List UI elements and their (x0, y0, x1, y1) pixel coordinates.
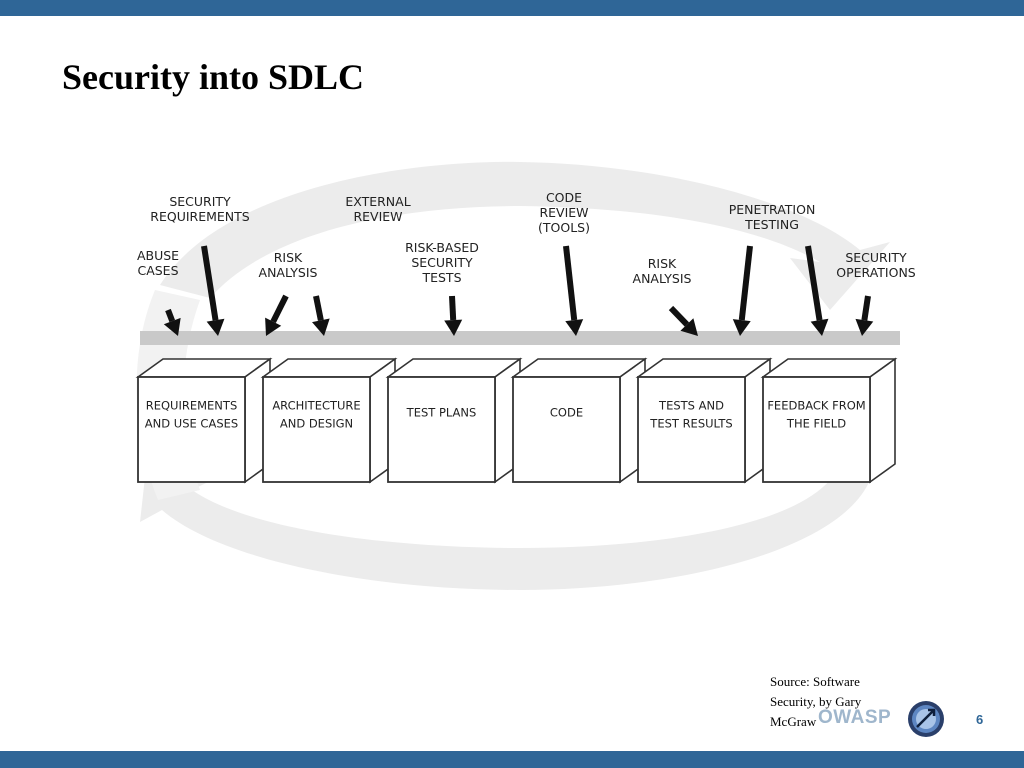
phase-box-front (387, 376, 496, 483)
arrow-head (732, 319, 751, 336)
phase-label: AND DESIGN (280, 417, 353, 431)
arrow-head (565, 319, 584, 336)
page-number: 6 (976, 712, 984, 727)
owasp-wordmark: OWASP (818, 707, 892, 728)
arrow-shaft (738, 245, 753, 321)
arrow-head (206, 318, 225, 336)
owasp-logo-icon (908, 701, 944, 737)
practice-label-line: RISK (648, 256, 677, 271)
arrow-head (855, 318, 874, 336)
arrow-shaft (313, 295, 324, 321)
practice-label-line: ABUSE (137, 248, 179, 263)
arrow-head (265, 317, 282, 336)
practice-label-line: OPERATIONS (836, 265, 916, 280)
practice-arrow (444, 295, 463, 336)
practice-label-line: REVIEW (353, 209, 402, 224)
phase-box-front (262, 376, 371, 483)
arrow-head (163, 317, 181, 336)
phase-label: AND USE CASES (145, 417, 238, 431)
source-line: Source: Software (770, 674, 860, 689)
arrow-head (680, 318, 698, 336)
arrow-shaft (449, 295, 457, 321)
arrow-head (810, 318, 829, 336)
practice-label-line: ANALYSIS (633, 271, 692, 286)
phase-box: FEEDBACK FROM THE FIELD (760, 357, 898, 484)
phase-box-front (137, 376, 246, 483)
source-line: Security, by Gary (770, 694, 862, 709)
practice-label-line: EXTERNAL (345, 194, 410, 209)
arrow-shaft (165, 308, 176, 323)
bottom-footer-band (0, 751, 1024, 768)
arrow-shaft (270, 294, 289, 324)
timeline-bar (140, 331, 900, 345)
arrow-shaft (805, 245, 823, 321)
cycle-arrow-lower (140, 450, 870, 590)
phase-box: CODE (510, 357, 648, 484)
phase-box-side (869, 357, 896, 484)
practice-arrow (563, 245, 584, 336)
practice-arrow (312, 295, 330, 336)
practice-label-line: ANALYSIS (259, 265, 318, 280)
practice-label-line: SECURITY (169, 194, 231, 209)
source-line: McGraw (770, 714, 817, 729)
practice-label-line: SECURITY (411, 255, 473, 270)
arrow-shaft (861, 295, 871, 321)
phase-box: TESTS AND TEST RESULTS (635, 357, 773, 484)
practice-label-line: RISK-BASED (405, 240, 479, 255)
cycle-arrow-upper (160, 161, 890, 310)
phase-box: REQUIREMENTS AND USE CASES (135, 357, 273, 484)
practice-arrow (732, 245, 753, 336)
phase-box-front (637, 376, 746, 483)
sdlc-touchpoints-diagram: REQUIREMENTS AND USE CASES ARCHITECTURE AND… (100, 150, 920, 600)
source-citation: Source: Software Security, by Gary McGra… (770, 672, 900, 732)
practice-arrow (201, 245, 225, 336)
practice-arrow (668, 305, 698, 336)
arrow-shaft (563, 245, 578, 321)
phase-box-front (762, 376, 871, 483)
phase-label: TEST RESULTS (649, 417, 732, 431)
phase-label: FEEDBACK FROM (767, 399, 865, 413)
arrow-shaft (668, 305, 690, 327)
phase-label: TEST PLANS (406, 406, 477, 420)
practice-label-line: PENETRATION (729, 202, 816, 217)
phase-box: TEST PLANS (385, 357, 523, 484)
practice-arrow (855, 295, 874, 336)
phase-label: THE FIELD (786, 417, 846, 431)
practice-label-line: REQUIREMENTS (150, 209, 250, 224)
practice-label-line: CODE (546, 190, 582, 205)
phase-box-front (512, 376, 621, 483)
phase-label: TESTS AND (658, 399, 724, 413)
practice-label-line: REVIEW (539, 205, 588, 220)
practice-label-line: RISK (274, 250, 303, 265)
arrow-head (312, 318, 330, 336)
practice-label-line: TESTING (744, 217, 799, 232)
phase-box: ARCHITECTURE AND DESIGN (260, 357, 398, 484)
practice-label-line: (TOOLS) (538, 220, 590, 235)
practice-arrow (805, 245, 829, 336)
practice-arrow (163, 308, 181, 336)
practice-label-line: SECURITY (845, 250, 907, 265)
practice-label-line: CASES (137, 263, 178, 278)
arrow-shaft (201, 245, 219, 321)
phase-label: CODE (550, 406, 583, 420)
practice-arrow (265, 294, 289, 336)
phase-label: ARCHITECTURE (272, 399, 360, 413)
diagram-canvas: REQUIREMENTS AND USE CASES ARCHITECTURE AND… (135, 161, 916, 590)
top-header-band (0, 0, 1024, 16)
arrow-head (444, 319, 463, 336)
slide-title: Security into SDLC (62, 57, 365, 97)
phase-label: REQUIREMENTS (146, 399, 238, 413)
practice-label-line: TESTS (421, 270, 461, 285)
